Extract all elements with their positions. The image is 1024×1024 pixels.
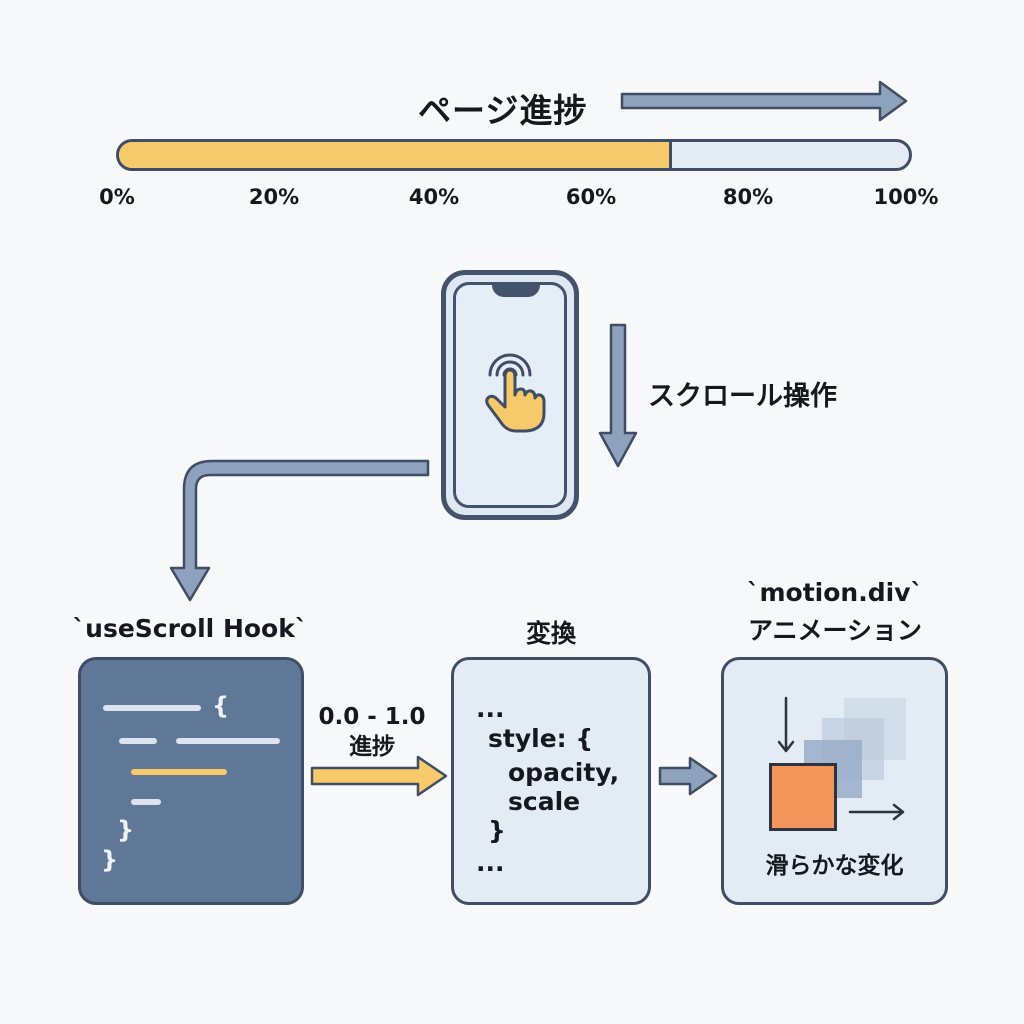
code-brace-icon: } [101,846,119,874]
range-value: 0.0 - 1.0 [318,704,426,730]
transform-title: 変換 [525,619,577,648]
progress-tick-label: 20% [248,185,300,209]
code-line [103,705,201,711]
animated-square [769,763,837,831]
phone-screen [453,282,567,508]
code-brace-icon: } [117,816,135,844]
phone-to-hook-arrow [169,459,430,602]
hook-title: `useScroll Hook` [72,614,308,643]
phone-notch [492,283,540,297]
progress-tick-label: 100% [873,185,939,209]
progress-bar [116,139,912,171]
code-line [176,738,280,744]
code-text: } [488,816,506,845]
progress-tick-label: 40% [408,185,460,209]
transform-to-motion-arrow [658,756,718,796]
code-text: style: { [488,724,594,753]
code-line [119,738,157,744]
progress-tick-label: 60% [565,185,617,209]
smartphone [441,270,579,520]
progress-bar-fill [119,142,672,168]
tap-hand-icon [485,353,546,433]
motion-title-line2: アニメーション [747,616,923,645]
code-text: ... [476,694,505,723]
code-text: scale [508,787,581,816]
code-line-highlight [131,769,227,775]
code-text: opacity, [508,758,620,787]
down-arrow-icon [777,696,795,753]
progress-title: ページ進捗 [418,91,588,130]
motion-title-line1: `motion.div` [747,578,923,607]
progress-tick-label: 80% [722,185,774,209]
hook-to-transform-arrow [310,755,448,797]
transform-panel: ... style: { opacity, scale } ... [451,657,651,905]
progress-arrow [620,80,908,122]
right-arrow-icon [848,803,905,821]
code-panel: { } } [78,657,304,905]
code-line [131,799,161,805]
range-label: 0.0 - 1.0 進捗 [318,702,425,762]
scroll-label: スクロール操作 [648,381,837,412]
motion-panel: 滑らかな変化 [721,657,948,905]
code-brace-icon: { [212,692,230,720]
smooth-change-label: 滑らかな変化 [765,853,904,879]
progress-tick-label: 0% [99,185,135,209]
scroll-down-arrow [598,323,638,468]
code-text: ... [476,848,505,877]
range-caption: 進捗 [349,734,395,760]
